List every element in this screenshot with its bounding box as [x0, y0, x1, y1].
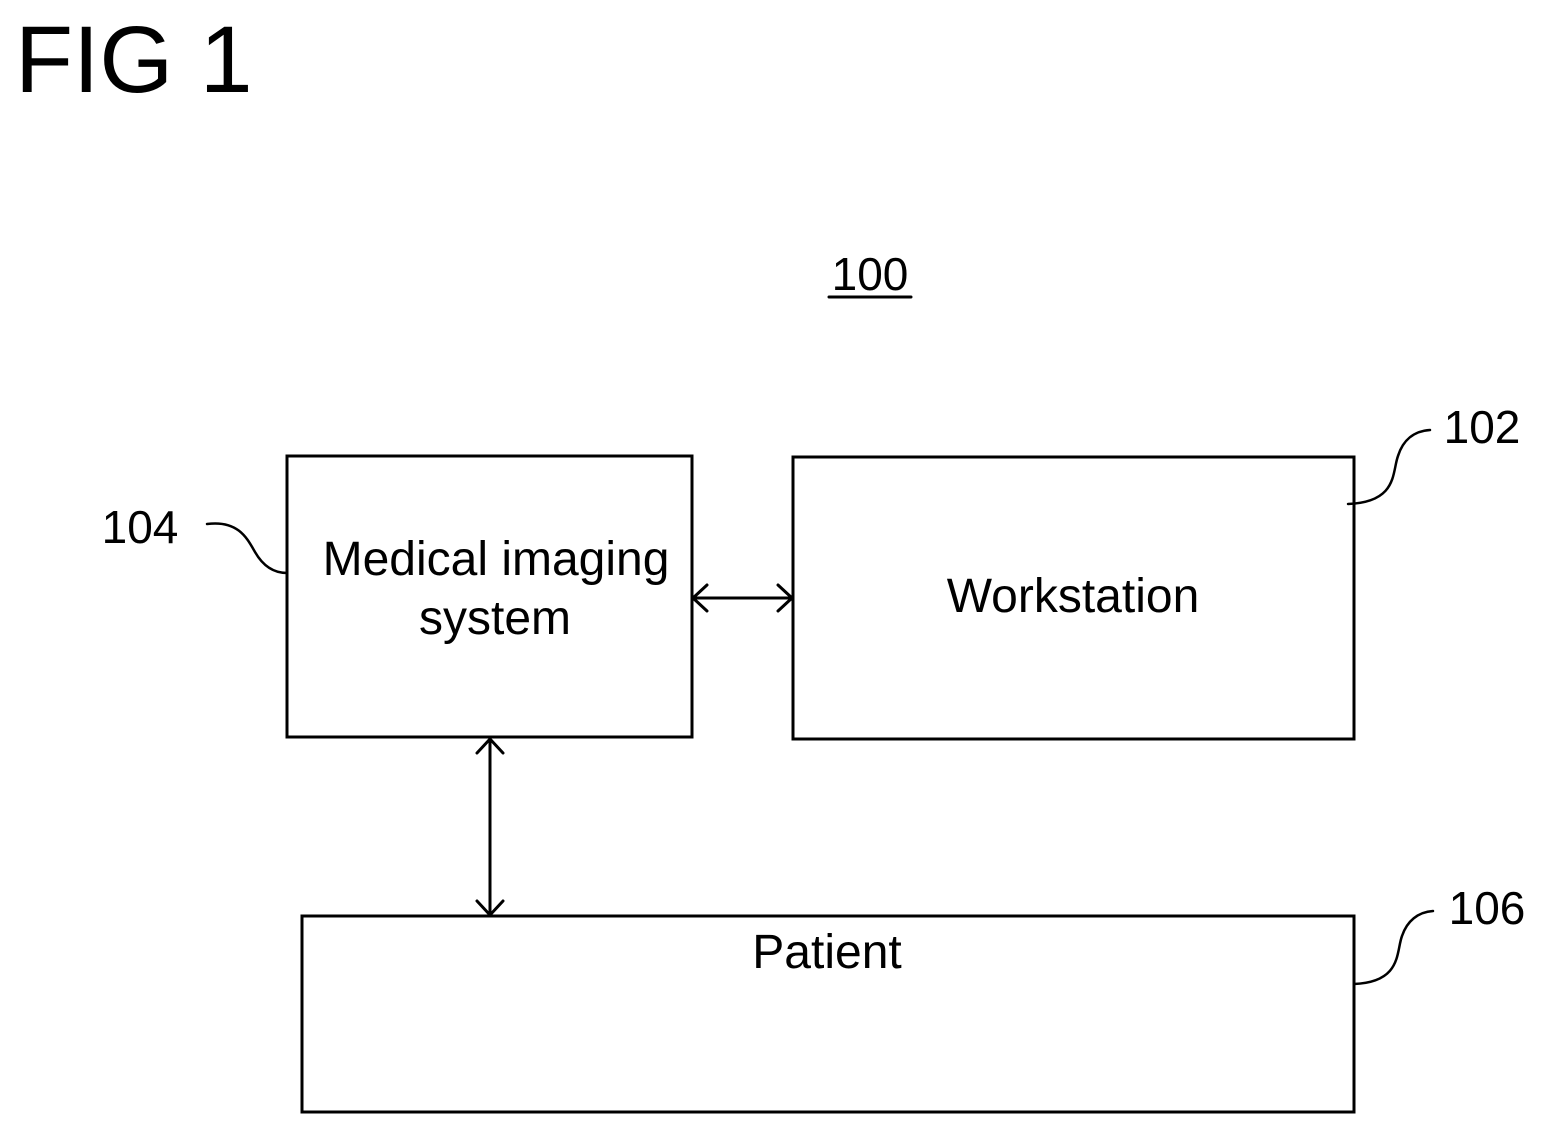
- system-reference-numeral: 100: [832, 248, 909, 300]
- system-reference: 100: [829, 248, 911, 300]
- workstation-leader-line: [1348, 430, 1430, 504]
- medical-imaging-system-label-line-2: system: [419, 592, 571, 645]
- imaging-workstation-arrow: [693, 585, 792, 611]
- workstation-label: Workstation: [947, 570, 1200, 623]
- figure-title: FIG 1: [15, 7, 253, 113]
- patient-numeral: 106: [1449, 882, 1526, 934]
- patient-label: Patient: [752, 926, 901, 979]
- workstation-numeral: 102: [1444, 401, 1521, 453]
- medical-imaging-system-node: Medical imaging system 104: [102, 456, 692, 737]
- medical-imaging-system-label-line-1: Medical imaging: [323, 533, 670, 586]
- workstation-node: Workstation 102: [793, 401, 1520, 739]
- patient-leader-line: [1354, 911, 1433, 984]
- medical-imaging-system-numeral: 104: [102, 501, 179, 553]
- medical-imaging-system-leader-line: [207, 523, 287, 573]
- patient-node: Patient 106: [302, 882, 1525, 1112]
- imaging-patient-arrow: [477, 739, 503, 915]
